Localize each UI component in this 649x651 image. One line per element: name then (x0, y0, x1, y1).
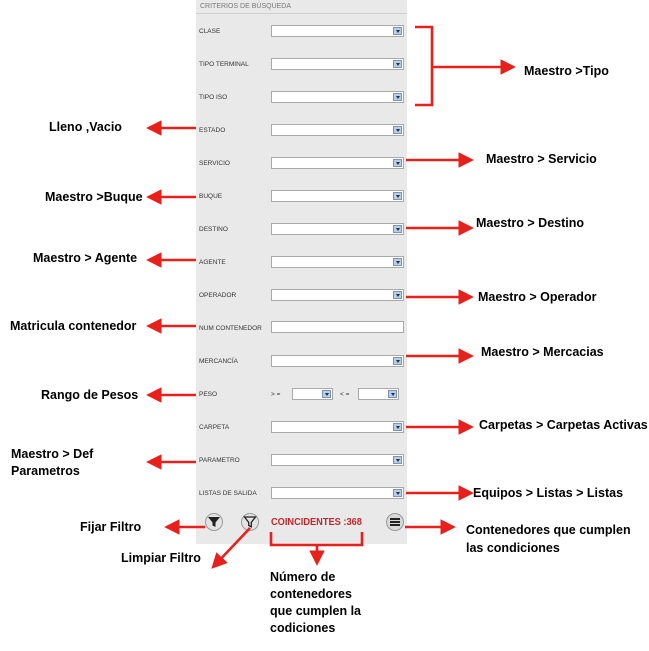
annot-rango-pesos: Rango de Pesos (41, 388, 139, 402)
spinner-icon[interactable] (388, 390, 397, 398)
servicio-select[interactable] (271, 157, 404, 169)
label-servicio: SERVICIO (199, 160, 230, 167)
parametro-select[interactable] (271, 454, 404, 466)
chevron-down-icon[interactable] (393, 27, 402, 35)
num-contenedor-input[interactable] (271, 321, 404, 333)
filter-icon (208, 517, 220, 527)
chevron-down-icon[interactable] (393, 423, 402, 431)
chevron-down-icon[interactable] (393, 159, 402, 167)
annot-numero-line2: contenedores (270, 587, 352, 601)
annot-maestro-agente: Maestro > Agente (33, 251, 138, 265)
clase-select[interactable] (271, 25, 404, 37)
label-destino: DESTINO (199, 226, 228, 233)
annot-def-parametros-line2: Parametros (11, 464, 80, 478)
label-buque: BUQUE (199, 193, 223, 200)
mercancia-select[interactable] (271, 355, 404, 367)
label-peso: PESO (199, 391, 218, 398)
chevron-down-icon[interactable] (393, 126, 402, 134)
annot-maestro-servicio: Maestro > Servicio (486, 152, 597, 166)
label-clase: CLASE (199, 28, 221, 35)
fijar-filtro-button[interactable] (205, 513, 223, 531)
annot-maestro-operador: Maestro > Operador (478, 290, 597, 304)
operador-select[interactable] (271, 289, 404, 301)
annot-matricula: Matricula contenedor (10, 319, 137, 333)
annot-maestro-destino: Maestro > Destino (476, 216, 585, 230)
annot-numero-line4: codiciones (270, 621, 336, 635)
annot-numero-line3: que cumplen la (270, 604, 361, 618)
chevron-down-icon[interactable] (393, 93, 402, 101)
chevron-down-icon[interactable] (393, 357, 402, 365)
chevron-down-icon[interactable] (393, 258, 402, 266)
list-icon (390, 518, 400, 526)
spinner-icon[interactable] (322, 390, 331, 398)
annot-limpiar-filtro: Limpiar Filtro (121, 551, 201, 565)
label-mercancia: MERCANCÍA (199, 358, 239, 365)
label-carpeta: CARPETA (199, 424, 230, 431)
chevron-down-icon[interactable] (393, 192, 402, 200)
chevron-down-icon[interactable] (393, 291, 402, 299)
label-estado: ESTADO (199, 127, 226, 134)
peso-lte-label: < = (340, 391, 350, 398)
contenedores-list-button[interactable] (386, 513, 404, 531)
agente-select[interactable] (271, 256, 404, 268)
limpiar-filtro-button[interactable] (241, 513, 259, 531)
label-listas-salida: LISTAS DE SALIDA (199, 490, 257, 497)
carpeta-select[interactable] (271, 421, 404, 433)
buque-select[interactable] (271, 190, 404, 202)
destino-select[interactable] (271, 223, 404, 235)
chevron-down-icon[interactable] (393, 489, 402, 497)
search-criteria-panel: CRITERIOS DE BÚSQUEDA CLASE TIPO TERMINA… (196, 0, 407, 544)
annot-maestro-tipo: Maestro >Tipo (524, 64, 609, 78)
annot-numero-line1: Número de (270, 570, 336, 584)
filter-outline-icon (243, 516, 257, 528)
label-operador: OPERADOR (199, 292, 237, 299)
label-agente: AGENTE (199, 259, 226, 266)
label-tipo-terminal: TIPO TERMINAL (199, 61, 249, 68)
peso-gte-label: > = (271, 391, 281, 398)
chevron-down-icon[interactable] (393, 60, 402, 68)
label-parametro: PARAMETRO (199, 457, 240, 464)
coincidentes-count: COINCIDENTES :368 (271, 516, 362, 528)
tipo-terminal-select[interactable] (271, 58, 404, 70)
annot-lleno-vacio: Lleno ,Vacio (49, 120, 122, 134)
annot-fijar-filtro: Fijar Filtro (80, 520, 142, 534)
annot-carpetas: Carpetas > Carpetas Activas (479, 418, 648, 432)
estado-select[interactable] (271, 124, 404, 136)
panel-title: CRITERIOS DE BÚSQUEDA (200, 3, 292, 10)
annot-equipos-listas: Equipos > Listas > Listas (473, 486, 624, 500)
peso-max-spinner[interactable] (358, 388, 399, 400)
annot-contenedores-line1: Contenedores que cumplen (466, 523, 631, 537)
label-num-contenedor: NUM CONTENEDOR (199, 325, 262, 332)
listas-salida-select[interactable] (271, 487, 404, 499)
label-tipo-iso: TIPO ISO (199, 94, 228, 101)
title-divider (196, 13, 407, 14)
chevron-down-icon[interactable] (393, 456, 402, 464)
peso-min-spinner[interactable] (292, 388, 333, 400)
chevron-down-icon[interactable] (393, 225, 402, 233)
annot-maestro-buque: Maestro >Buque (45, 190, 143, 204)
annot-maestro-mercancias: Maestro > Mercacias (481, 345, 604, 359)
annot-contenedores-line2: las condiciones (466, 541, 560, 555)
annot-def-parametros-line1: Maestro > Def (11, 447, 94, 461)
tipo-iso-select[interactable] (271, 91, 404, 103)
